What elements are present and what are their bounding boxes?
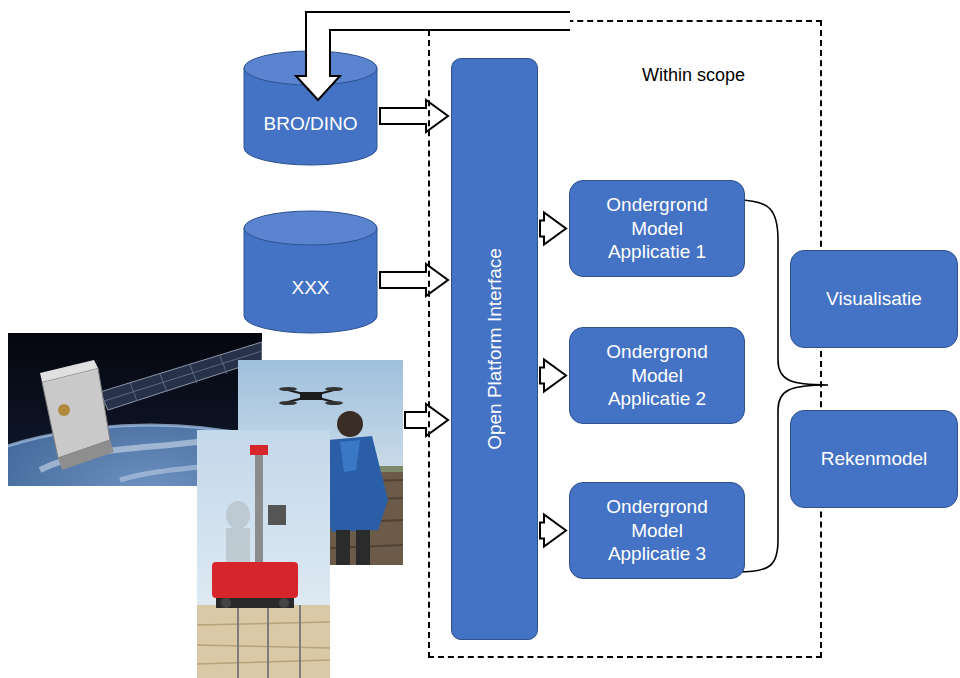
database-cylinder: BRO/DINO [243,50,378,166]
feed-arrow [296,12,570,100]
cylinder-outline [243,210,378,334]
process-box: Ondergrond Model Applicatie 3 [569,482,745,579]
platform-bar: Open Platform Interface [451,58,538,640]
region-title: Within scope [642,64,745,87]
block-arrow [380,100,448,132]
output-box: Rekenmodel [790,410,958,508]
drill-rig-photo [197,430,330,678]
satellite-photo [8,333,262,486]
node-label: Rekenmodel [821,447,928,471]
cylinder-top [244,211,377,245]
database-cylinder: XXX [243,210,378,334]
process-box: Ondergrond Model Applicatie 2 [569,327,745,424]
node-label: Ondergrond Model Applicatie 3 [593,495,721,566]
block-arrow [540,360,566,392]
node-label: Visualisatie [826,287,922,311]
output-box: Visualisatie [790,250,958,348]
node-label: Ondergrond Model Applicatie 1 [593,193,721,264]
block-arrow [540,213,566,245]
input-arrow [405,404,448,436]
process-box: Ondergrond Model Applicatie 1 [569,180,745,277]
node-label: Open Platform Interface [483,248,507,450]
node-label: BRO/DINO [264,112,358,136]
block-arrow [540,515,566,547]
drone [279,387,343,405]
node-label: XXX [291,276,329,300]
cylinder-outline [243,50,378,166]
scope-region: Within scopeOpen Platform InterfaceOnder… [428,20,822,658]
cylinder-top [244,51,377,85]
block-arrow [380,264,448,296]
node-label: Ondergrond Model Applicatie 2 [593,340,721,411]
